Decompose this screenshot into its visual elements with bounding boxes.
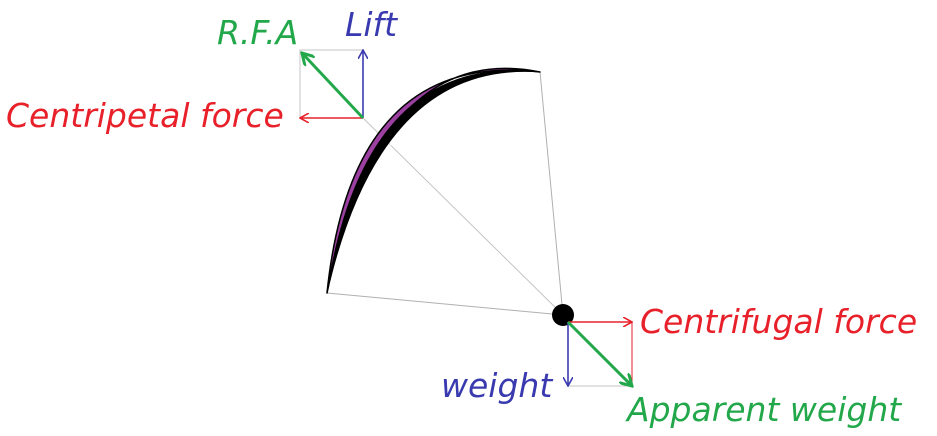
suspension-line-bottom [326, 292, 564, 316]
wing-canopy-underside [326, 70, 541, 294]
centripetal-force-label: Centripetal force [6, 96, 284, 135]
rfa-label: R.F.A [217, 13, 298, 52]
pilot-dot [552, 304, 574, 326]
suspension-line-top [539, 71, 564, 316]
weight-label: weight [441, 366, 553, 405]
lift-label: Lift [345, 5, 398, 44]
apparent-weight-arrow [566, 320, 632, 386]
wing-inner-edge [329, 73, 537, 286]
apparent-weight-label: Apparent weight [625, 390, 902, 429]
rfa-arrow [302, 53, 365, 120]
suspension-line-middle [362, 117, 564, 316]
centrifugal-force-label: Centrifugal force [640, 302, 917, 341]
